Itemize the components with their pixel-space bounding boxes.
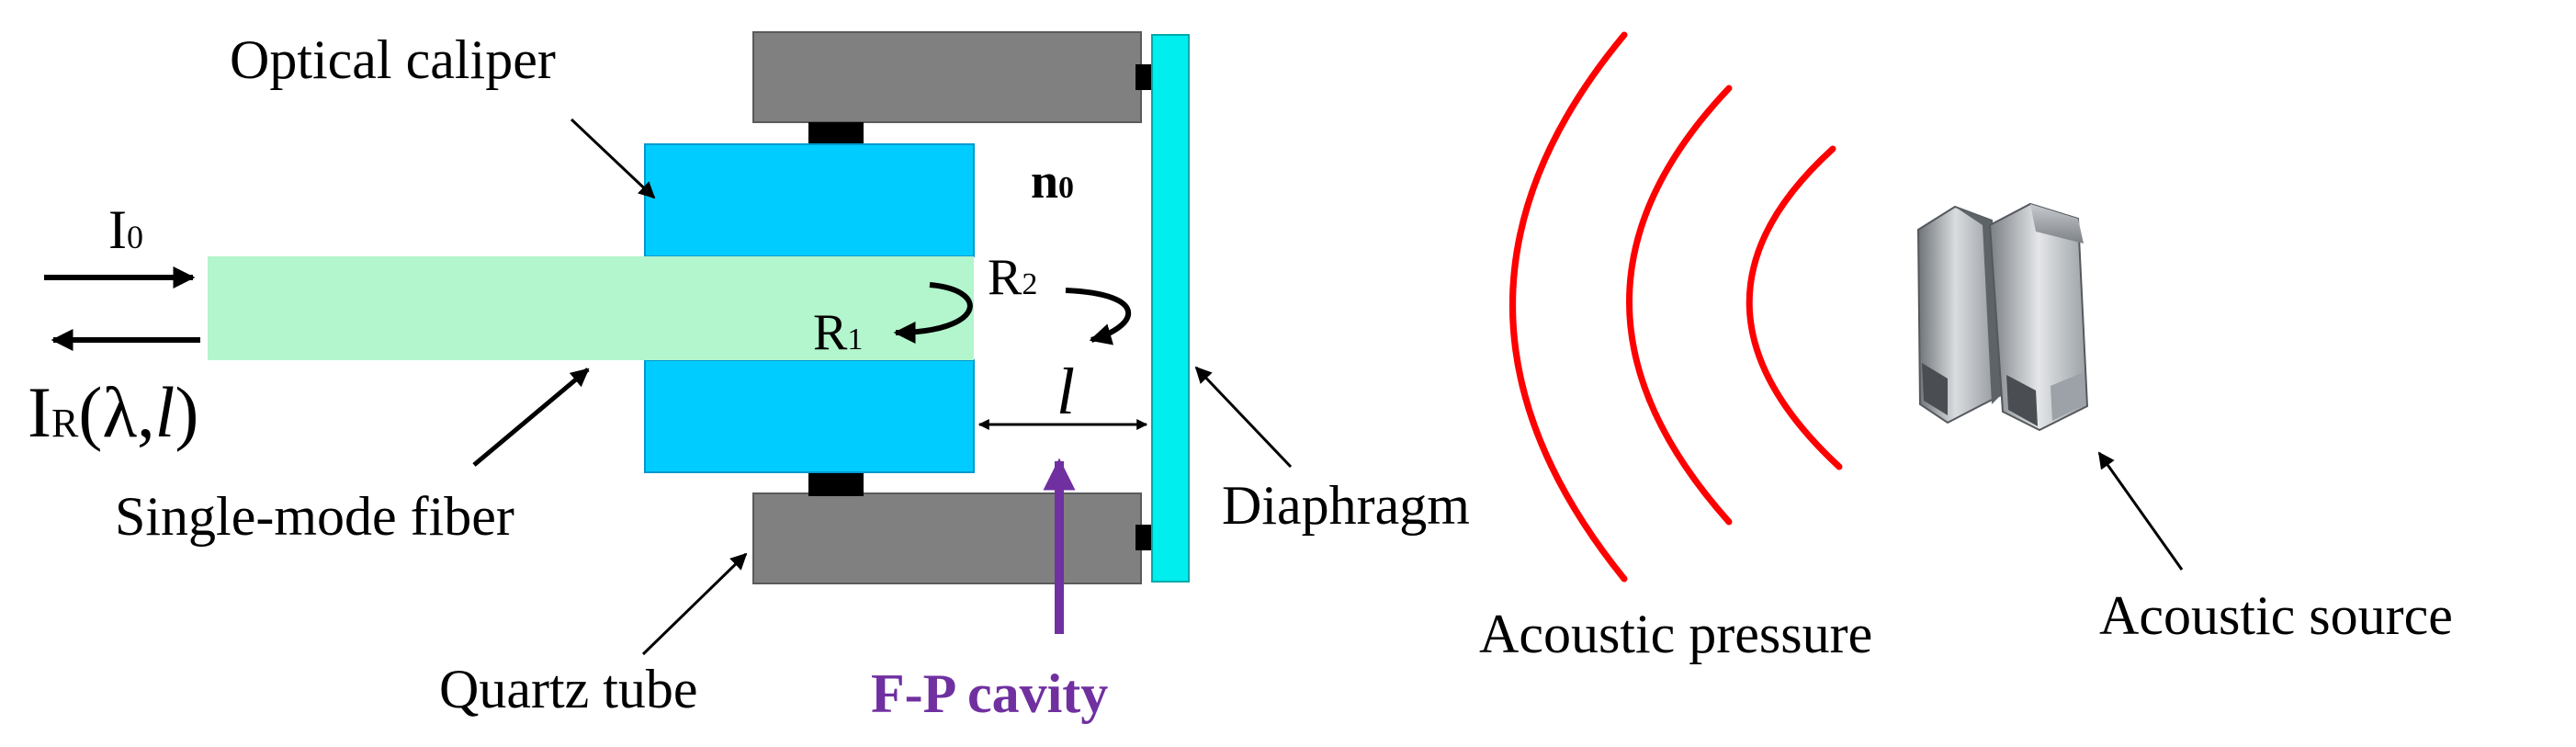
r1-label: R1 <box>813 304 863 361</box>
r2-label: R2 <box>988 249 1037 306</box>
acoustic-pressure-label: Acoustic pressure <box>1479 604 1872 664</box>
quartz-tube-leader <box>641 552 748 656</box>
speaker-icon <box>1916 202 2089 432</box>
optical-caliper-bottom <box>644 359 975 473</box>
quartz-tube-top <box>752 31 1142 123</box>
clamp-bottom <box>808 472 864 496</box>
clamp-top <box>808 122 864 146</box>
incident-intensity-label: I0 <box>108 199 143 260</box>
r2-reflection-arrow <box>1065 288 1131 345</box>
quartz-tube-label: Quartz tube <box>439 659 698 719</box>
acoustic-source-leader <box>2097 451 2184 571</box>
single-mode-fiber <box>208 256 974 360</box>
quartz-tube-bottom <box>752 492 1142 584</box>
r1-reflection-arrow <box>893 282 973 344</box>
medium-index-label: n0 <box>1031 153 1074 209</box>
single-mode-fiber-leader <box>472 368 590 467</box>
acoustic-wave-inner <box>1746 145 1843 470</box>
reflected-intensity-label: IR(λ,l) <box>28 372 198 452</box>
acoustic-wave-middle <box>1626 85 1733 526</box>
tube-end-block-bottom <box>1135 525 1152 550</box>
diaphragm <box>1151 34 1190 583</box>
acoustic-wave-outer <box>1509 31 1628 583</box>
diaphragm-label: Diaphragm <box>1222 475 1470 536</box>
cavity-length-label: l <box>1056 355 1075 428</box>
tube-end-block-top <box>1135 64 1152 90</box>
acoustic-source-label: Acoustic source <box>2099 585 2453 646</box>
fp-cavity-label: F-P cavity <box>871 663 1108 724</box>
single-mode-fiber-label: Single-mode fiber <box>115 486 514 547</box>
optical-caliper-leader <box>570 118 656 199</box>
optical-caliper-label: Optical caliper <box>230 29 556 90</box>
diaphragm-leader <box>1194 366 1293 469</box>
optical-caliper-top <box>644 143 975 257</box>
